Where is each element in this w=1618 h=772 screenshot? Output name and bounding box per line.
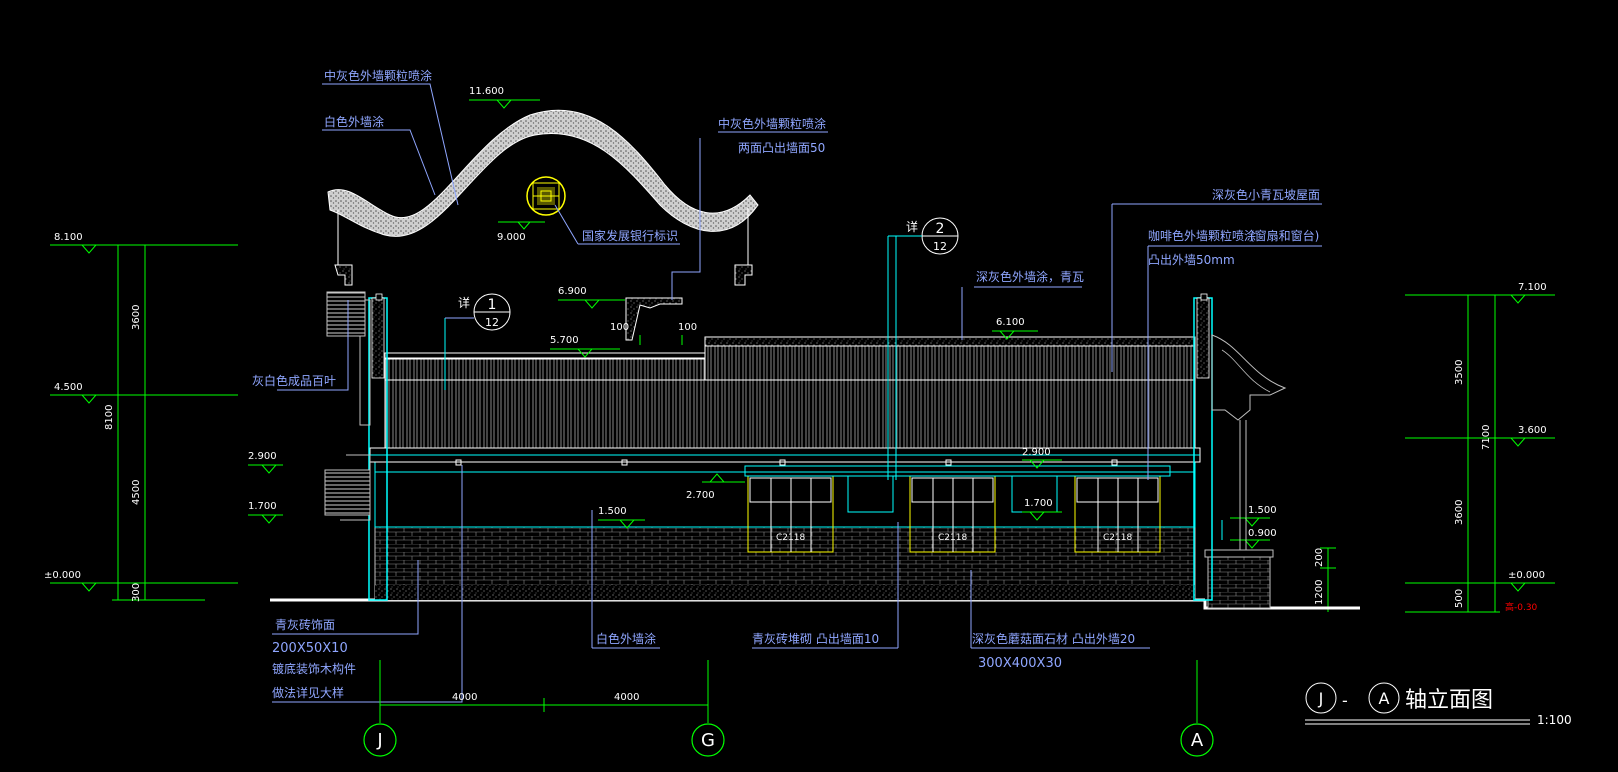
drawing-title-block: J - A 轴立面图 1:100	[1305, 682, 1572, 727]
grid-lines	[379, 660, 1198, 723]
dim-left-3600: 3600	[131, 305, 142, 330]
level-right-1500: 1.500	[1248, 505, 1277, 516]
grid-dim-2: 4000	[614, 692, 639, 703]
mid-level-markers	[469, 99, 1062, 529]
grid-bubble-j[interactable]: J	[363, 723, 397, 757]
grid-bubble-g[interactable]: G	[691, 723, 725, 757]
level-2700: 2.700	[686, 490, 715, 501]
level-right-7100: 7.100	[1518, 282, 1547, 293]
dim-left-4500: 4500	[131, 480, 142, 505]
note-wood-member: 镀底装饰木构件	[272, 661, 356, 676]
level-left-4500: 4.500	[54, 382, 83, 393]
level-right-0900: 0.900	[1248, 528, 1277, 539]
window-tag-2: C2118	[938, 533, 967, 543]
stone-plinth	[375, 585, 1195, 600]
level-6900: 6.900	[558, 286, 587, 297]
detail-1-prefix: 详	[458, 295, 470, 310]
detail-2-sheet: 12	[933, 240, 947, 253]
note-coffee-spray: 咖啡色外墙颗粒喷涂	[1148, 228, 1256, 243]
detail-callout-1[interactable]: 详 1 12	[445, 293, 511, 331]
note-gable-white-paint: 白色外墙涂	[324, 114, 384, 129]
note-see-detail: 做法详见大样	[272, 685, 344, 700]
bank-logo-circle	[526, 176, 566, 216]
note-louver: 灰白色成品百叶	[252, 373, 336, 388]
level-left-0: ±0.000	[44, 570, 81, 581]
note-roof-tile: 深灰色小青瓦坡屋面	[1212, 188, 1320, 202]
note-stone-size: 300X400X30	[978, 656, 1062, 671]
grid-label-j: J	[376, 730, 382, 751]
note-canopy-projection: 两面凸出墙面50	[738, 141, 825, 155]
leader-lines	[272, 83, 1322, 703]
level-6100: 6.100	[996, 317, 1025, 328]
note-wall-top-tile: 深灰色外墙涂，青瓦	[976, 269, 1084, 284]
dim-left-300: 300	[131, 583, 142, 602]
louver-lower	[324, 469, 371, 516]
grid-bubble-a[interactable]: A	[1180, 723, 1214, 757]
curved-gable-wall	[327, 109, 759, 237]
dim-right-1200: 1200	[1314, 580, 1325, 605]
note-brick-projection: 青灰砖堆砌 凸出墙面10	[752, 631, 879, 646]
dim-right-7100: 7100	[1481, 425, 1492, 450]
grid-label-g: G	[701, 730, 715, 751]
detail-2-prefix: 详	[906, 219, 918, 234]
note-stone-plinth: 深灰色蘑菇面石材 凸出外墙20	[972, 632, 1135, 646]
right-level-system	[1230, 294, 1555, 613]
window-tag-3: C2118	[1103, 533, 1132, 543]
level-1700-mid: 1.700	[1024, 498, 1053, 509]
note-white-wall: 白色外墙涂	[596, 631, 656, 646]
dim-right-200: 200	[1314, 548, 1325, 567]
note-brick-finish: 青灰砖饰面	[275, 617, 335, 632]
drawing-title: 轴立面图	[1405, 688, 1493, 713]
dim-right-3600: 3600	[1454, 500, 1465, 525]
dim-right-500: 500	[1454, 589, 1465, 608]
note-projection-50mm: 凸出外墙50mm	[1148, 253, 1235, 267]
level-9000: 9.000	[497, 232, 526, 243]
parapet-balustrade	[384, 357, 706, 381]
title-dash: -	[1342, 691, 1348, 710]
window-tag-1: C2118	[776, 533, 805, 543]
level-1500-mid: 1.500	[598, 506, 627, 517]
detail-2-number: 2	[936, 221, 945, 237]
drawing-scale: 1:100	[1537, 713, 1572, 727]
level-left-8100: 8.100	[54, 232, 83, 243]
louver-upper	[326, 291, 366, 337]
left-level-system	[50, 244, 283, 601]
grid-dim-1: 4000	[452, 692, 477, 703]
level-right-0: ±0.000	[1508, 570, 1545, 581]
note-window-sill: (窗扇和窗台)	[1250, 228, 1319, 243]
title-grid-from: J	[1318, 689, 1324, 708]
level-left-1700: 1.700	[248, 501, 277, 512]
dim-left-8100: 8100	[104, 405, 115, 430]
right-flying-eave	[1211, 334, 1287, 421]
note-gable-grey-spray: 中灰色外墙颗粒喷涂	[324, 68, 432, 83]
red-level-note: 高-0.30	[1505, 601, 1538, 613]
detail-1-number: 1	[488, 297, 497, 313]
upper-tile-roof	[704, 344, 1196, 381]
building-elevation	[270, 109, 1360, 610]
level-11600: 11.600	[469, 86, 504, 97]
small-dim-100-b: 100	[678, 322, 697, 333]
detail-1-sheet: 12	[485, 316, 499, 329]
detail-callout-2[interactable]: 详 2 12	[888, 217, 959, 255]
level-5700: 5.700	[550, 335, 579, 346]
level-right-3600: 3.600	[1518, 425, 1547, 436]
dim-right-3500: 3500	[1454, 360, 1465, 385]
level-left-2900: 2.900	[248, 451, 277, 462]
roof-ridge	[704, 336, 1196, 347]
title-grid-to: A	[1379, 689, 1390, 708]
note-brick-size: 200X50X10	[272, 641, 348, 656]
level-2900-mid: 2.900	[1022, 447, 1051, 458]
main-tile-roof	[384, 379, 1196, 449]
note-canopy-grey-spray: 中灰色外墙颗粒喷涂	[718, 116, 826, 131]
small-dim-100-a: 100	[610, 322, 629, 333]
grid-label-a: A	[1191, 730, 1204, 751]
note-bank-logo: 国家发展银行标识	[582, 228, 678, 243]
